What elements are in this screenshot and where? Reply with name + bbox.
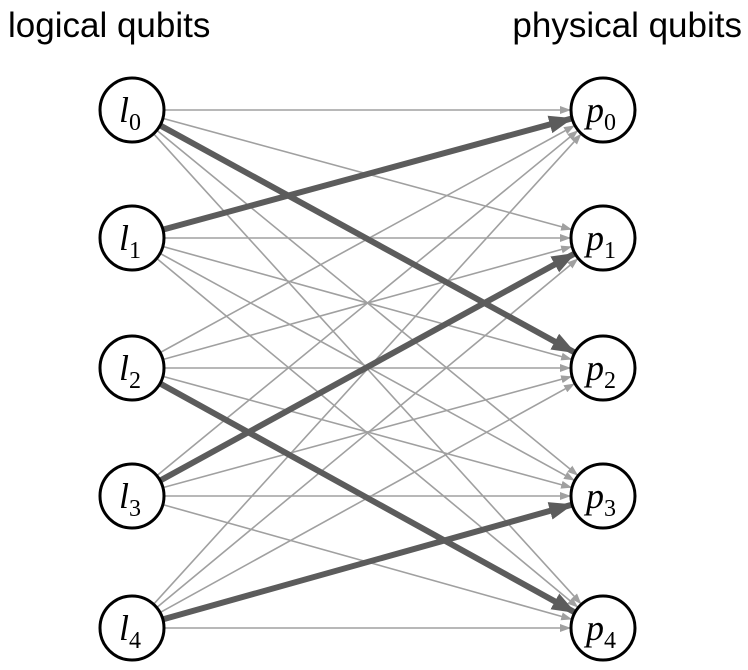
logical-qubit-node-0: l0 (98, 76, 166, 144)
mapping-edge-l4-p3 (162, 502, 574, 623)
logical-qubit-node-4: l4 (98, 594, 166, 662)
logical-qubit-circle (98, 76, 166, 144)
physical-qubit-label: p4 (583, 608, 616, 654)
logical-qubit-label: l0 (119, 90, 141, 136)
qubit-letter: p (583, 608, 604, 648)
qubit-index: 4 (129, 628, 141, 654)
logical-qubit-circle (98, 334, 166, 402)
logical-qubit-node-2: l2 (98, 334, 166, 402)
physical-qubit-label: p1 (583, 218, 616, 264)
chosen-mapping-edges (158, 115, 576, 623)
physical-qubit-node-2: p2 (569, 334, 637, 402)
logical-qubit-node-3: l3 (98, 462, 166, 530)
mapping-edge-l3-p1 (158, 251, 576, 484)
logical-qubit-label: l2 (119, 348, 141, 394)
logical-qubit-circle (98, 204, 166, 272)
qubit-letter: l (119, 608, 129, 648)
qubit-index: 3 (604, 496, 616, 522)
qubit-index: 1 (604, 238, 616, 264)
physical-qubit-circle (569, 76, 637, 144)
qubit-letter: l (119, 218, 129, 258)
logical-qubits-heading: logical qubits (8, 6, 211, 45)
physical-qubits-heading: physical qubits (512, 6, 742, 45)
qubit-letter: p (583, 218, 604, 258)
physical-qubit-node-4: p4 (569, 594, 637, 662)
qubit-letter: l (119, 348, 129, 388)
qubit-index: 0 (129, 110, 141, 136)
logical-qubit-circle (98, 594, 166, 662)
logical-qubit-circle (98, 462, 166, 530)
qubit-letter: p (583, 348, 604, 388)
physical-qubit-label: p0 (583, 90, 616, 136)
qubit-letter: l (119, 90, 129, 130)
mapping-edge-l0-p2 (158, 122, 576, 355)
qubit-index: 2 (129, 368, 141, 394)
physical-qubit-circle (569, 204, 637, 272)
logical-qubit-label: l4 (119, 608, 141, 654)
qubit-index: 3 (129, 496, 141, 522)
physical-qubit-label: p3 (583, 476, 616, 522)
logical-qubit-node-1: l1 (98, 204, 166, 272)
physical-qubit-node-1: p1 (569, 204, 637, 272)
qubit-letter: p (583, 476, 604, 516)
logical-qubit-label: l3 (119, 476, 141, 522)
physical-qubit-circle (569, 334, 637, 402)
physical-qubit-label: p2 (583, 348, 616, 394)
physical-qubit-node-0: p0 (569, 76, 637, 144)
qubit-index: 1 (129, 238, 141, 264)
physical-qubit-circle (569, 594, 637, 662)
qubit-index: 0 (604, 110, 616, 136)
logical-qubit-label: l1 (119, 218, 141, 264)
qubit-index: 4 (604, 628, 616, 654)
physical-qubit-node-3: p3 (569, 462, 637, 530)
physical-qubit-circle (569, 462, 637, 530)
qubit-letter: p (583, 90, 604, 130)
qubit-index: 2 (604, 368, 616, 394)
mapping-edge-l1-p0 (162, 115, 574, 233)
mapping-edge-l2-p4 (158, 380, 576, 615)
edge-l3-p2 (162, 375, 573, 489)
qubit-letter: l (119, 476, 129, 516)
